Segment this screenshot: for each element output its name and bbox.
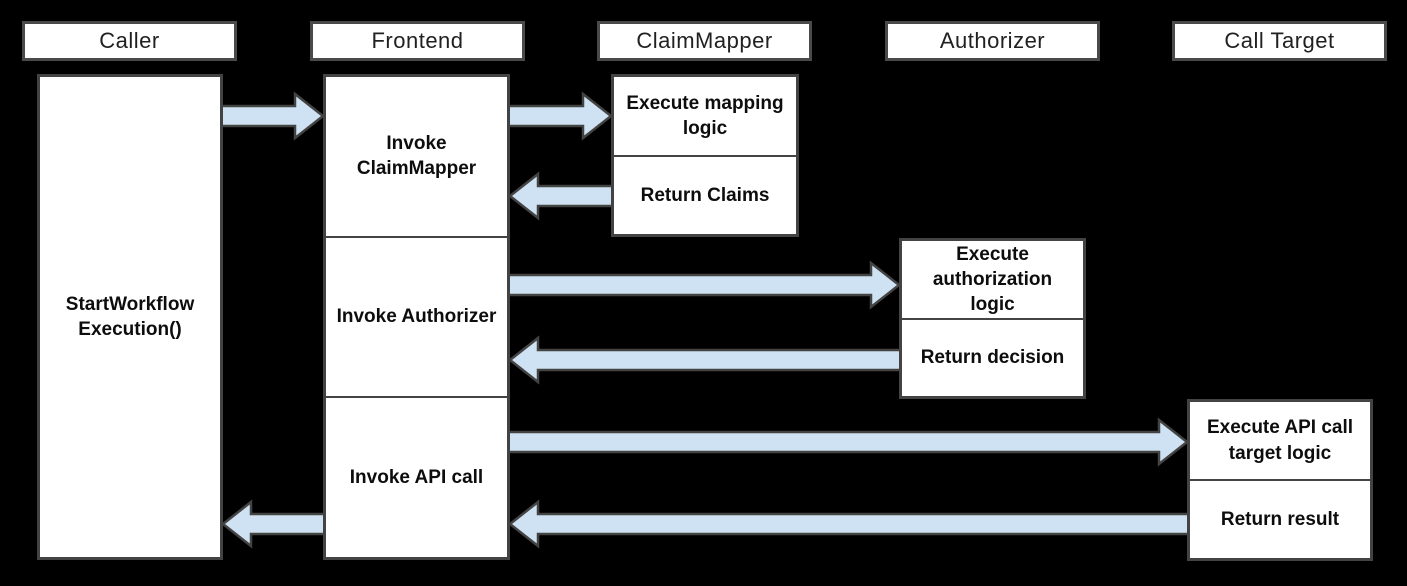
lane-header-label: Call Target [1224,28,1335,53]
step-label: Execute mapping logic [626,92,784,139]
box-startworkflow-execution: StartWorkflow Execution() [37,74,223,560]
box-return-result: Return result [1190,479,1370,558]
lane-header-label: Caller [99,28,160,53]
step-label: StartWorkflow Execution() [65,293,195,340]
claimmapper-step-stack: Execute mapping logic Return Claims [611,74,799,237]
arrow-frontend-return-to-caller [220,499,327,549]
box-execute-api-call-target-logic: Execute API call target logic [1190,402,1370,479]
lane-header-claimmapper: ClaimMapper [597,21,812,61]
step-label: Invoke API call [349,467,484,489]
lane-header-calltarget: Call Target [1172,21,1387,61]
box-invoke-claimmapper: Invoke ClaimMapper [326,77,507,236]
lane-header-label: Authorizer [939,28,1046,53]
calltarget-step-stack: Execute API call target logic Return res… [1187,399,1373,561]
arrow-claimmapper-return-claims [507,171,615,221]
lane-header-label: Frontend [371,28,464,53]
box-execute-mapping-logic: Execute mapping logic [614,77,796,155]
authorizer-step-stack: Execute authorization logic Return decis… [899,238,1086,399]
lane-header-label: ClaimMapper [636,28,773,53]
arrow-caller-to-frontend [219,91,326,141]
lane-header-caller: Caller [22,21,237,61]
arrow-calltarget-return-result [507,499,1191,549]
box-invoke-authorizer: Invoke Authorizer [326,235,507,397]
box-invoke-api-call: Invoke API call [326,396,507,557]
step-label: Execute API call target logic [1206,417,1354,464]
box-return-decision: Return decision [902,317,1083,397]
arrow-authorizer-return-decision [507,335,903,385]
step-label: Invoke Authorizer [336,306,497,328]
arrow-frontend-to-claimmapper [506,91,614,141]
step-label: Return Claims [640,184,770,206]
step-label: Execute authorization logic [932,243,1053,315]
step-label: Return result [1220,508,1340,530]
frontend-step-stack: Invoke ClaimMapper Invoke Authorizer Inv… [323,74,510,560]
lane-header-authorizer: Authorizer [885,21,1100,61]
arrow-frontend-to-authorizer [506,260,902,310]
box-return-claims: Return Claims [614,154,796,235]
lane-header-frontend: Frontend [310,21,525,61]
arrow-frontend-to-calltarget [506,417,1190,467]
box-execute-authorization-logic: Execute authorization logic [902,241,1083,318]
step-label: Return decision [920,347,1065,369]
step-label: Invoke ClaimMapper [356,133,477,180]
